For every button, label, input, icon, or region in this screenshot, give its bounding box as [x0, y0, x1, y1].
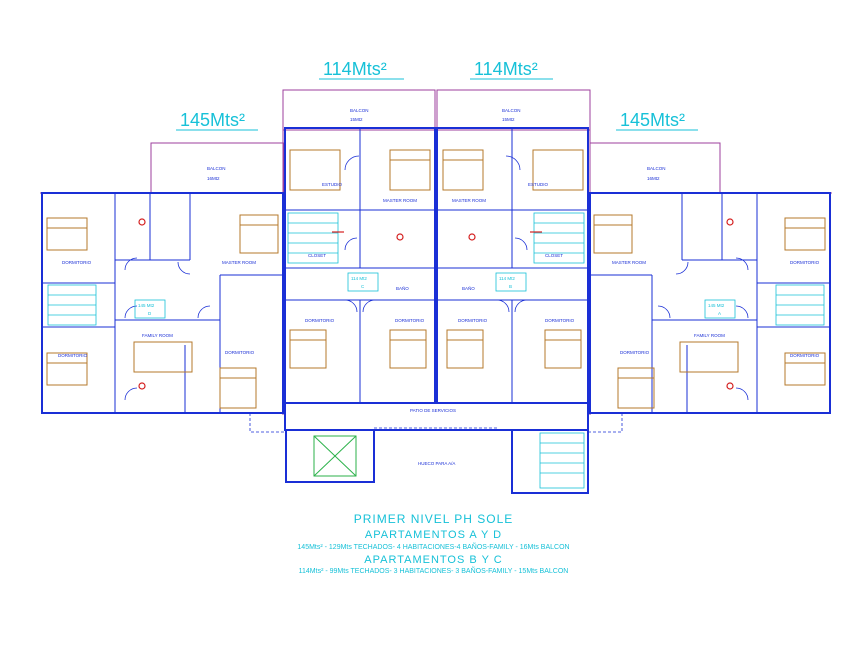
- balcony-labels: BALCON 15Mt2 BALCON 15Mt2 BALCON 16Mt2 B…: [207, 108, 666, 181]
- svg-text:B: B: [509, 284, 512, 289]
- svg-text:15Mt2: 15Mt2: [350, 117, 363, 122]
- svg-text:PATIO DE SERVICIOS: PATIO DE SERVICIOS: [410, 408, 456, 413]
- door-swings: [124, 155, 749, 401]
- svg-text:BAÑO: BAÑO: [396, 285, 409, 291]
- svg-text:114 Mt2: 114 Mt2: [351, 276, 367, 281]
- legend-apt-ad: APARTAMENTOS A Y D: [364, 529, 503, 541]
- svg-text:CLOSET: CLOSET: [545, 253, 563, 258]
- svg-text:BALCON: BALCON: [502, 108, 521, 113]
- svg-text:FAMILY ROOM: FAMILY ROOM: [142, 333, 173, 338]
- svg-text:15Mt2: 15Mt2: [502, 117, 515, 122]
- svg-text:MASTER ROOM: MASTER ROOM: [222, 260, 256, 265]
- legend-desc-bc: 114Mts² - 99Mts TECHADOS- 3 HABITACIONES…: [298, 568, 569, 575]
- service-dash-lines: [249, 413, 623, 433]
- svg-text:145 Mt2: 145 Mt2: [708, 303, 725, 308]
- room-labels: DORMITORIO DORMITORIO MASTER ROOM FAMILY…: [58, 182, 820, 466]
- svg-text:DORMITORIO: DORMITORIO: [58, 353, 88, 358]
- svg-text:ESTUDIO: ESTUDIO: [528, 182, 549, 187]
- svg-text:DORMITORIO: DORMITORIO: [620, 350, 650, 355]
- svg-text:DORMITORIO: DORMITORIO: [225, 350, 255, 355]
- plan-title: PRIMER NIVEL PH SOLE: [353, 512, 514, 526]
- svg-text:HUECO PARA A/A: HUECO PARA A/A: [418, 461, 455, 466]
- svg-text:DORMITORIO: DORMITORIO: [790, 260, 820, 265]
- svg-text:CLOSET: CLOSET: [308, 253, 326, 258]
- svg-text:16Mt2: 16Mt2: [207, 176, 220, 181]
- svg-text:A: A: [718, 311, 721, 316]
- interior-walls: [42, 128, 830, 413]
- svg-text:145 Mt2: 145 Mt2: [138, 303, 155, 308]
- area-label-center-right: 114Mts²: [474, 59, 538, 79]
- furniture: [46, 149, 826, 409]
- svg-text:BALCON: BALCON: [207, 166, 226, 171]
- legend-apt-bc: APARTAMENTOS B Y C: [364, 554, 503, 566]
- svg-text:DORMITORIO: DORMITORIO: [62, 260, 92, 265]
- svg-text:DORMITORIO: DORMITORIO: [458, 318, 488, 323]
- exterior-walls: [41, 127, 831, 494]
- svg-text:C: C: [361, 284, 365, 289]
- legend-desc-ad: 145Mts² - 129Mts TECHADOS- 4 HABITACIONE…: [297, 544, 570, 551]
- svg-text:114 Mt2: 114 Mt2: [499, 276, 515, 281]
- svg-text:DORMITORIO: DORMITORIO: [395, 318, 425, 323]
- svg-text:D: D: [148, 311, 152, 316]
- svg-text:MASTER ROOM: MASTER ROOM: [612, 260, 646, 265]
- svg-text:BALCON: BALCON: [647, 166, 666, 171]
- svg-text:DORMITORIO: DORMITORIO: [545, 318, 575, 323]
- elevator-shaft: [313, 435, 357, 477]
- svg-text:DORMITORIO: DORMITORIO: [305, 318, 335, 323]
- svg-text:MASTER ROOM: MASTER ROOM: [383, 198, 417, 203]
- area-label-left: 145Mts²: [180, 110, 245, 130]
- svg-text:BALCON: BALCON: [350, 108, 369, 113]
- svg-text:DORMITORIO: DORMITORIO: [790, 353, 820, 358]
- svg-text:FAMILY ROOM: FAMILY ROOM: [694, 333, 725, 338]
- stair-hatching: [47, 212, 825, 489]
- apartment-id-tags: 145 Mt2 D 145 Mt2 A 114 Mt2 C 114 Mt2 B: [134, 272, 736, 319]
- svg-text:BAÑO: BAÑO: [462, 285, 475, 291]
- area-label-center-left: 114Mts²: [323, 59, 387, 79]
- red-markers: [138, 218, 734, 390]
- svg-text:MASTER ROOM: MASTER ROOM: [452, 198, 486, 203]
- area-label-right: 145Mts²: [620, 110, 685, 130]
- svg-text:16Mt2: 16Mt2: [647, 176, 660, 181]
- svg-text:ESTUDIO: ESTUDIO: [322, 182, 343, 187]
